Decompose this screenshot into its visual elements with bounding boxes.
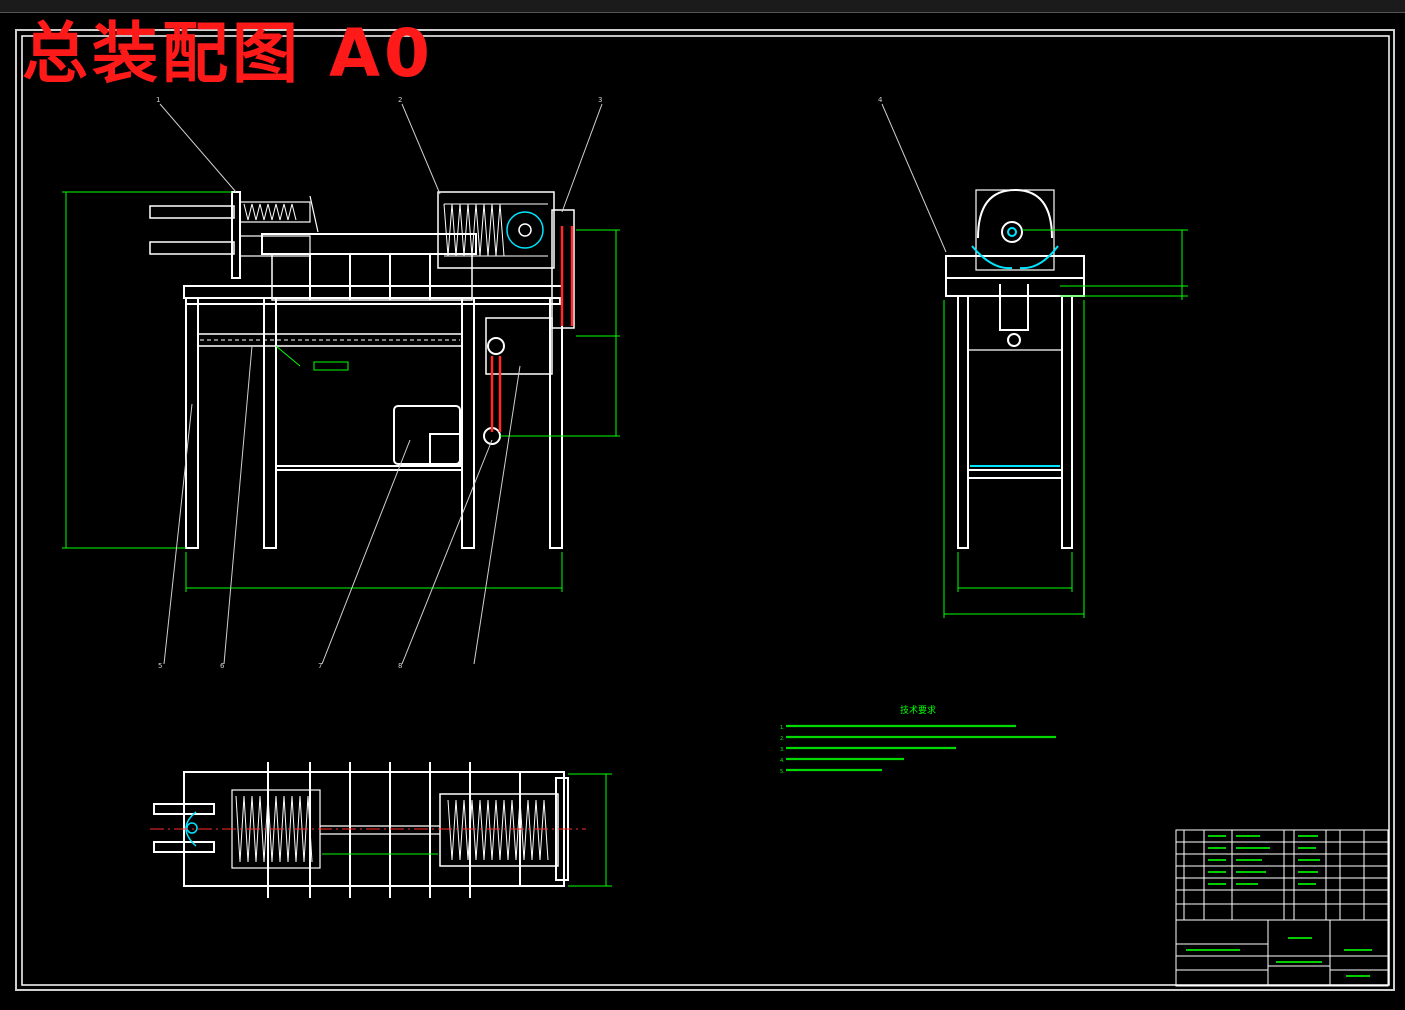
note-line-5: 5. — [780, 769, 785, 775]
top-dimensions — [322, 773, 612, 887]
side-leader — [881, 103, 947, 253]
front-leaders — [159, 103, 603, 665]
front-dimensions — [62, 191, 620, 592]
viewer-top-bar — [0, 0, 1405, 13]
title-block — [1175, 919, 1389, 987]
side-hidden-lines — [970, 227, 1060, 467]
note-line-2: 2. — [780, 736, 785, 742]
parts-list — [1175, 829, 1389, 921]
front-view — [149, 191, 575, 549]
note-line-3: 3. — [780, 747, 785, 753]
side-view — [945, 188, 1085, 549]
balloon-4: 4 — [878, 96, 883, 104]
balloon-8: 8 — [398, 662, 402, 670]
outer-border — [15, 29, 1395, 991]
balloon-2: 2 — [398, 96, 402, 104]
front-springs — [243, 203, 505, 257]
note-line-4: 4. — [780, 758, 785, 764]
balloon-1: 1 — [156, 96, 160, 104]
drawing-title-overlay: 总装配图 A0 — [22, 15, 434, 92]
balloon-7: 7 — [318, 662, 322, 670]
notes-heading: 技术要求 — [900, 704, 936, 716]
side-dimensions — [943, 229, 1188, 618]
note-line-1: 1. — [780, 725, 785, 731]
belts — [490, 226, 574, 432]
technical-notes: 技术要求 1. 2. 3. 4. 5. — [780, 704, 1056, 775]
balloon-6: 6 — [220, 662, 225, 670]
balloon-3: 3 — [598, 96, 602, 104]
balloon-labels: 1 2 3 4 5 6 7 8 — [156, 96, 883, 670]
inner-border — [21, 35, 1390, 986]
balloon-5: 5 — [158, 662, 162, 670]
table-entries — [1186, 835, 1372, 977]
